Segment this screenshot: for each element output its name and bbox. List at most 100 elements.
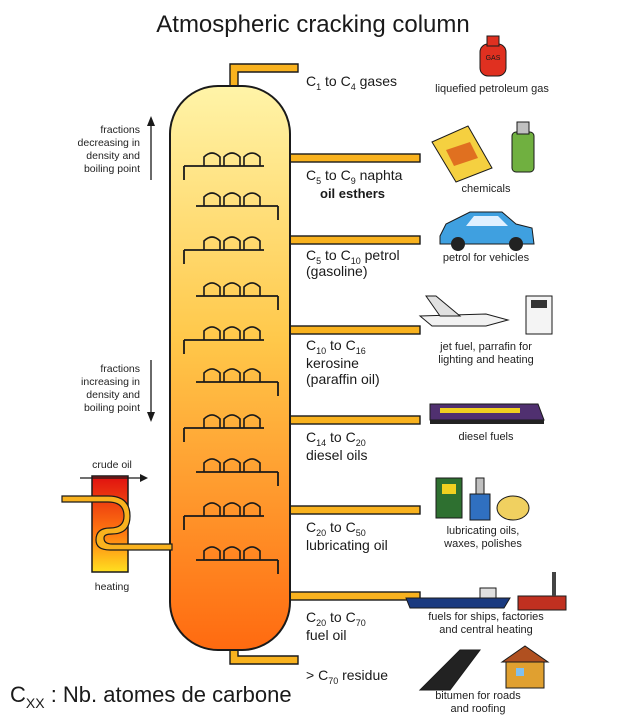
product-bitumen-line-2: and roofing (450, 703, 505, 715)
down-arrow-head (147, 412, 155, 422)
bubble-cap (223, 458, 241, 472)
bubble-cap (203, 192, 221, 206)
feed-pipe (61, 495, 173, 551)
bubble-cap (243, 502, 261, 516)
bubble-cap (243, 282, 261, 296)
car-icon (439, 211, 535, 251)
pipe-petrol (287, 235, 421, 245)
fraction-naphta-extra: oil esthers (320, 186, 385, 201)
bubble-cap (203, 152, 221, 166)
train-icon (429, 403, 545, 424)
footnote: CXX : Nb. atomes de carbone (10, 682, 292, 711)
increasing-line-2: increasing in (81, 376, 140, 388)
svg-text:GAS: GAS (486, 55, 501, 62)
tray-plate (196, 559, 279, 574)
product-bitumen-line-1: bitumen for roads (435, 690, 521, 702)
bubble-cap (223, 192, 241, 206)
bubble-cap (223, 236, 241, 250)
tray-plate (196, 205, 279, 220)
bubble-cap (203, 326, 221, 340)
product-ships-line-2: and central heating (439, 624, 533, 636)
fraction-kerosine: C10 to C16 (306, 337, 366, 356)
bubble-cap (203, 282, 221, 296)
crude-oil-arrow-head (140, 474, 148, 482)
fraction-lubricating-extra: lubricating oil (306, 537, 388, 553)
decreasing-line-1: fractions (100, 124, 140, 136)
up-arrow-head (147, 116, 155, 126)
fraction-fuel: C20 to C70 (306, 609, 366, 628)
tray-plate (196, 471, 279, 486)
bubble-cap (243, 152, 261, 166)
increasing-line-3: density and (86, 389, 140, 401)
road-house-icon (418, 645, 550, 691)
pipe-diesel (287, 415, 421, 425)
product-ships-line-1: fuels for ships, factories (428, 611, 544, 623)
bubble-cap (223, 282, 241, 296)
bubble-cap (223, 368, 241, 382)
bubble-cap (223, 414, 241, 428)
product-labels: liquefied petroleum gas chemicals petrol… (428, 83, 549, 715)
distillation-column (169, 85, 291, 651)
bubble-cap (203, 368, 221, 382)
pipe-lubricating (287, 505, 421, 515)
bubble-cap (203, 546, 221, 560)
product-diesel: diesel fuels (458, 431, 514, 443)
fraction-gases: C1 to C4 gases (306, 73, 397, 92)
gas-cylinder-icon: GAS (479, 35, 507, 77)
fraction-diesel: C14 to C20 (306, 429, 366, 448)
bubble-cap (223, 326, 241, 340)
pipe-naphta (287, 153, 421, 163)
chemicals-icon (431, 121, 535, 183)
product-lubricating-line-1: lubricating oils, (447, 525, 520, 537)
bubble-cap (203, 236, 221, 250)
decreasing-line-3: density and (86, 150, 140, 162)
product-lpg: liquefied petroleum gas (435, 83, 549, 95)
fraction-kerosine-extra-2: (paraffin oil) (306, 371, 380, 387)
decreasing-line-4: boiling point (84, 163, 140, 175)
oil-cans-icon (435, 477, 530, 521)
bubble-cap (243, 458, 261, 472)
bubble-cap (243, 368, 261, 382)
pipe-kerosine (287, 325, 421, 335)
diagram-title: Atmospheric cracking column (156, 11, 469, 38)
column-trays (183, 152, 279, 574)
product-lubricating-line-2: waxes, polishes (443, 538, 522, 550)
bubble-cap (203, 414, 221, 428)
increasing-note: fractions increasing in density and boil… (81, 360, 155, 422)
density-annotations: fractions decreasing in density and boil… (78, 116, 155, 422)
bubble-cap (223, 502, 241, 516)
pipe-fuel (287, 591, 421, 601)
fraction-lubricating: C20 to C50 (306, 519, 366, 538)
bubble-cap (203, 502, 221, 516)
decreasing-note: fractions decreasing in density and boil… (78, 116, 155, 180)
fraction-residue: > C70 residue (306, 667, 388, 686)
bubble-cap (243, 546, 261, 560)
bubble-cap (223, 546, 241, 560)
bubble-cap (243, 414, 261, 428)
fraction-petrol: C5 to C10 petrol (306, 247, 400, 266)
fraction-petrol-extra: (gasoline) (306, 263, 367, 279)
decreasing-line-2: decreasing in (78, 137, 141, 149)
fraction-diesel-extra: diesel oils (306, 447, 367, 463)
increasing-line-4: boiling point (84, 402, 140, 414)
crude-oil-label: crude oil (92, 459, 132, 471)
ship-factory-icon (405, 572, 567, 611)
product-icons: GAS (405, 35, 567, 691)
bubble-cap (223, 152, 241, 166)
product-petrol: petrol for vehicles (443, 252, 530, 264)
tray-plate (196, 381, 279, 396)
jet-heater-icon (418, 295, 553, 335)
bubble-cap (203, 458, 221, 472)
fraction-labels: C1 to C4 gases C5 to C9 naphta oil esthe… (306, 73, 403, 686)
fraction-naphta: C5 to C9 naphta (306, 167, 403, 186)
heating-label: heating (95, 581, 130, 593)
product-jet-line-2: lighting and heating (438, 354, 533, 366)
crude-oil-feed: crude oil heating (61, 459, 173, 593)
product-chemicals: chemicals (462, 183, 511, 195)
bubble-cap (243, 326, 261, 340)
fraction-fuel-extra: fuel oil (306, 627, 346, 643)
bubble-cap (243, 192, 261, 206)
product-jet-line-1: jet fuel, parrafin for (439, 341, 532, 353)
increasing-line-1: fractions (100, 363, 140, 375)
